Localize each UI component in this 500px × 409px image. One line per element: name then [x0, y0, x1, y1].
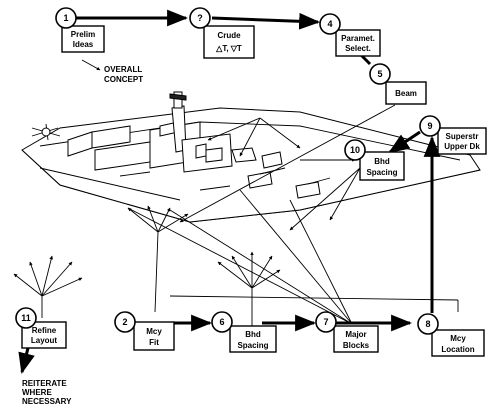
step-1-number: 1 — [63, 13, 68, 23]
step-1-label-line1: Prelim — [71, 30, 95, 39]
step-7-number: 7 — [323, 317, 328, 327]
step-6: 6 Bhd Spacing — [211, 311, 277, 353]
step-7: 7 Major Blocks — [315, 311, 379, 353]
step-8-number: 8 — [425, 319, 430, 329]
step-6-label-line1: Bhd — [245, 330, 261, 339]
step-5: 5 Beam — [369, 63, 427, 105]
step-6-number: 6 — [219, 317, 224, 327]
reiterate-line2: WHERE — [22, 388, 52, 397]
step-4-number: 4 — [327, 19, 332, 29]
step-2-label-line1: Mcy — [146, 327, 162, 336]
reiterate-line1: REITERATE — [22, 379, 67, 388]
step-2-label-line2: Fit — [149, 338, 159, 347]
frigate-illustration — [21, 91, 481, 223]
step-crude-label-line1: Crude — [217, 31, 241, 40]
step-11: 11 Refine Layout — [15, 307, 67, 349]
step-1: 1 Prelim Ideas — [55, 7, 105, 53]
reiterate-note: REITERATE WHERE NECESSARY — [22, 379, 72, 406]
step-2: 2 Mcy Fit — [114, 311, 175, 351]
step-5-number: 5 — [377, 69, 382, 79]
step-11-label-line1: Refine — [32, 326, 57, 335]
step-7-label-line2: Blocks — [343, 341, 370, 350]
step-2-number: 2 — [122, 317, 127, 327]
pointer-lines — [13, 59, 459, 326]
step-5-label-line1: Beam — [395, 89, 417, 98]
step-4: 4 Paramet. Select. — [319, 13, 381, 57]
step-8-label-line2: Location — [441, 345, 474, 354]
step-8-label-line1: Mcy — [450, 334, 466, 343]
step-1-label-line2: Ideas — [73, 40, 94, 49]
step-11-label-line2: Layout — [31, 336, 58, 345]
step-crude-number: ? — [197, 13, 203, 23]
step-9-label-line2: Upper Dk — [444, 142, 480, 151]
overall-concept-line1: OVERALL — [104, 65, 142, 74]
step-6-label-line2: Spacing — [237, 341, 268, 350]
step-11-number: 11 — [21, 313, 31, 323]
overall-concept-line2: CONCEPT — [104, 75, 143, 84]
step-8: 8 Mcy Location — [417, 313, 485, 357]
step-10-number: 10 — [350, 145, 360, 155]
main-flow-arrows — [18, 9, 441, 375]
step-10-label-line2: Spacing — [366, 168, 397, 177]
step-4-label-line1: Paramet. — [341, 34, 375, 43]
step-10: 10 Bhd Spacing — [344, 139, 405, 181]
reiterate-line3: NECESSARY — [22, 397, 72, 406]
step-4-label-line2: Select. — [345, 44, 371, 53]
step-9-label-line1: Superstr — [446, 132, 479, 141]
step-crude: ? Crude △T, ▽T — [189, 7, 255, 59]
step-9: 9 Superstr Upper Dk — [419, 115, 487, 155]
step-7-label-line1: Major — [345, 330, 366, 339]
step-crude-label-line2: △T, ▽T — [215, 44, 242, 53]
overall-concept-note: OVERALL CONCEPT — [104, 65, 143, 84]
step-9-number: 9 — [427, 121, 432, 131]
step-10-label-line1: Bhd — [374, 157, 390, 166]
